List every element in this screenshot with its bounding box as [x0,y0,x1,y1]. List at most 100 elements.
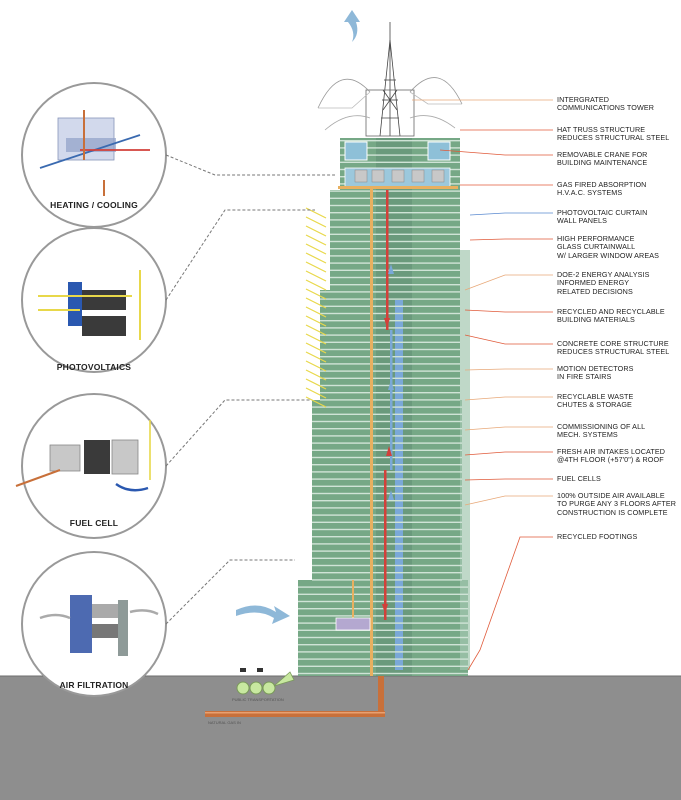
floor-band [312,572,462,574]
floor-band [330,204,460,207]
floor-band [330,284,460,286]
floor-band [340,140,460,142]
sun-ray [305,243,327,255]
floor-band [312,442,462,444]
annotation-label: RECYCLED FOOTINGS [557,532,638,541]
annotation-leader [464,368,553,371]
floor-band [312,456,462,459]
annotation-leader [469,238,553,241]
floor-band [312,413,462,415]
annotation-label: INTERGRATED COMMUNICATIONS TOWER [557,95,655,113]
floor-band [312,420,462,423]
detail-caption: FUEL CELL [69,518,119,528]
gas-label: NATURAL GAS IN [208,720,241,725]
floor-band [298,615,468,617]
detail-caption: PHOTOVOLTAICS [56,362,132,372]
annotation-leader [464,334,553,345]
ground [0,676,681,800]
floor-band [312,464,462,466]
floor-band [312,471,462,473]
risers [335,186,393,676]
floor-band [312,507,462,509]
floor-band [320,312,460,315]
sun-ray [305,387,327,399]
sun-ray [305,261,327,273]
bubble-leaders [165,154,335,625]
sun-ray [305,324,327,336]
floor-band [312,435,462,437]
exhaust-arrow [344,10,360,42]
floor-band [298,636,468,639]
detail-bubble-3 [15,393,167,539]
floor-band [312,579,462,581]
floor-band [320,320,460,322]
sun-ray [305,369,327,381]
floor-band [312,550,462,552]
public-transportation [236,668,295,695]
detail-bubble-4 [21,551,167,697]
detail-caption: HEATING / COOLING [50,200,138,210]
annotation-label: COMMISSIONING OF ALL MECH. SYSTEMS [557,422,646,440]
floor-band [298,629,468,631]
annotation-label: FUEL CELLS [557,474,601,483]
annotation-label: PHOTOVOLTAIC CURTAIN WALL PANELS [557,208,648,226]
floor-band [298,622,468,624]
annotation-leader [464,426,553,431]
floor-band [330,240,460,243]
floor-band [330,269,460,271]
hvac-units [338,141,458,189]
floor-band [312,564,462,567]
sun-ray [305,216,327,228]
floor-band [330,226,460,228]
annotation-label: FRESH AIR INTAKES LOCATED @4TH FLOOR (+5… [557,447,666,465]
detail-caption: AIR FILTRATION [59,680,129,690]
annotation-label: 100% OUTSIDE AIR AVAILABLE TO PURGE ANY … [557,491,677,517]
floor-band [330,212,460,214]
floor-band [312,536,462,538]
flow-arrows [382,264,394,614]
floor-band [312,528,462,531]
annotation-label: DOE-2 ENERGY ANALYSIS INFORMED ENERGY RE… [557,270,650,296]
floor-band [330,190,460,192]
annotation-leader [464,495,553,506]
floor-band [312,521,462,523]
floor-band [330,219,460,221]
annotation-leader [464,309,553,313]
annotation-label: REMOVABLE CRANE FOR BUILDING MAINTENANCE [557,150,648,168]
sun-ray [305,333,327,345]
transit-label: PUBLIC TRANSPORTATION [232,697,284,702]
floor-band [298,593,468,595]
sun-ray [305,360,327,372]
annotation-leader [464,396,553,401]
intake-arrow [236,605,290,624]
sun-ray [305,297,327,309]
floor-band [312,514,462,516]
annotation-leader [464,451,553,456]
annotation-leader [467,536,553,671]
sun-ray [305,315,327,327]
annotation-label: CONCRETE CORE STRUCTURE REDUCES STRUCTUR… [557,339,670,357]
floor-band [340,161,460,163]
annotation-label: MOTION DETECTORS IN FIRE STAIRS [557,364,634,382]
sun-ray [305,342,327,354]
annotation-label: HIGH PERFORMANCE GLASS CURTAINWALL W/ LA… [557,234,660,260]
annotation-label: HAT TRUSS STRUCTURE REDUCES STRUCTURAL S… [557,125,670,143]
floor-band [340,147,460,149]
floor-band [320,298,460,300]
sun-ray [305,396,327,408]
floor-band [312,406,462,408]
detail-bubble-2 [21,227,167,373]
sun-ray [305,270,327,282]
annotation-leader [464,274,553,291]
floor-band [312,500,462,502]
floor-band [320,305,460,307]
floor-band [312,478,462,480]
sun-ray [305,252,327,264]
floor-band [330,197,460,199]
annotation-leaders [412,99,553,671]
floor-band [312,492,462,495]
floor-band [298,586,468,588]
annotation-label: GAS FIRED ABSORPTION H.V.A.C. SYSTEMS [557,180,647,198]
sun-ray [305,306,327,318]
